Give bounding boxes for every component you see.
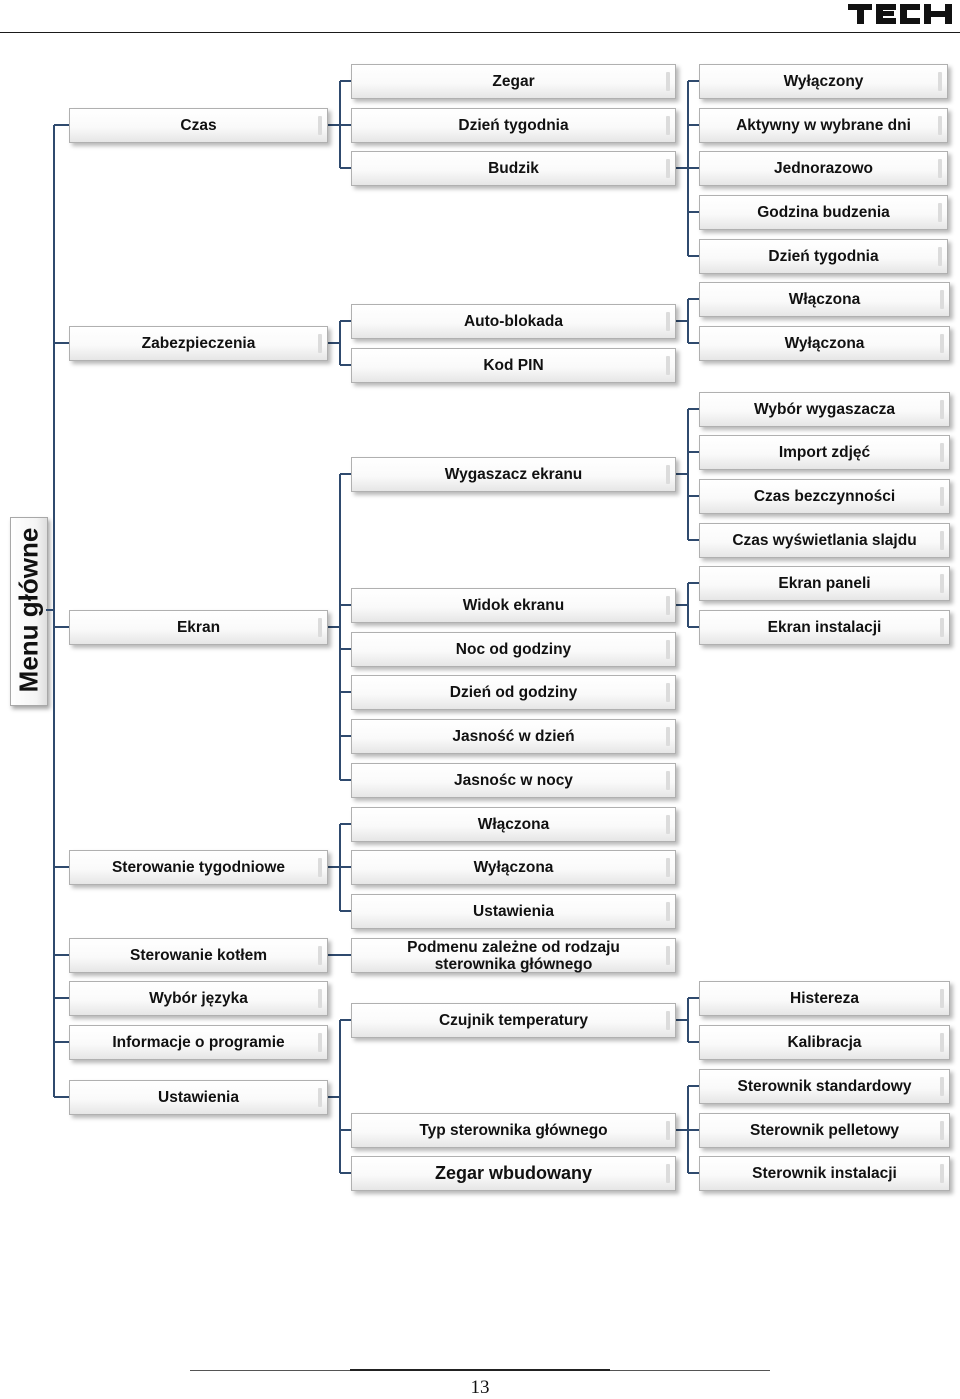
node-zegar: Zegar [351, 64, 676, 99]
node-zegar-wbudowany: Zegar wbudowany [351, 1156, 676, 1191]
footer-rule-accent [350, 1369, 610, 1371]
node-sterownik-instalacji: Sterownik instalacji [699, 1156, 950, 1191]
node-zabezpieczenia: Zabezpieczenia [69, 326, 328, 361]
node-histereza: Histereza [699, 981, 950, 1016]
node-wybor-wygaszacza: Wybór wygaszacza [699, 392, 950, 427]
node-wybor-jezyka: Wybór języka [69, 981, 328, 1016]
node-ekran-paneli: Ekran paneli [699, 566, 950, 601]
node-blokada-wlaczona: Włączona [699, 282, 950, 317]
node-tyg-wylaczona: Wyłączona [351, 850, 676, 885]
node-ekran: Ekran [69, 610, 328, 645]
node-typ-sterownika: Typ sterownika głównego [351, 1113, 676, 1148]
node-noc-od-godziny: Noc od godziny [351, 632, 676, 667]
page-number: 13 [470, 1377, 490, 1398]
header-rule [0, 32, 960, 33]
node-sterowanie-tygodniowe: Sterowanie tygodniowe [69, 850, 328, 885]
node-ustawienia: Ustawienia [69, 1080, 328, 1115]
node-wygaszacz-ekranu: Wygaszacz ekranu [351, 457, 676, 492]
node-aktywny-w-wybrane-dni: Aktywny w wybrane dni [699, 108, 948, 143]
node-import-zdjec: Import zdjęć [699, 435, 950, 470]
node-budzik: Budzik [351, 151, 676, 186]
menu-title-tab [10, 517, 48, 706]
node-jasnosc-w-nocy: Jasnośc w nocy [351, 763, 676, 798]
node-sterowanie-kotlem: Sterowanie kotłem [69, 938, 328, 973]
node-czas: Czas [69, 108, 328, 143]
node-ekran-instalacji: Ekran instalacji [699, 610, 950, 645]
node-auto-blokada: Auto-blokada [351, 304, 676, 339]
node-sterownik-standardowy: Sterownik standardowy [699, 1069, 950, 1104]
menu-title: Menu główne [13, 527, 44, 693]
node-dzien-od-godziny: Dzień od godziny [351, 675, 676, 710]
node-podmenu: Podmenu zależne od rodzaju sterownika gł… [351, 938, 676, 973]
node-godzina-budzenia: Godzina budzenia [699, 195, 948, 230]
node-tyg-ustawienia: Ustawienia [351, 894, 676, 929]
node-widok-ekranu: Widok ekranu [351, 588, 676, 623]
tech-logo [848, 4, 952, 24]
node-sterownik-pelletowy: Sterownik pelletowy [699, 1113, 950, 1148]
node-informacje-o-programie: Informacje o programie [69, 1025, 328, 1060]
node-czujnik-temperatury: Czujnik temperatury [351, 1003, 676, 1038]
node-czas-wyswietlania-slajdu: Czas wyświetlania slajdu [699, 523, 950, 558]
node-budzik-dzien-tygodnia: Dzień tygodnia [699, 239, 948, 274]
node-kalibracja: Kalibracja [699, 1025, 950, 1060]
node-jasnosc-w-dzien: Jasność w dzień [351, 719, 676, 754]
node-kod-pin: Kod PIN [351, 348, 676, 383]
node-tyg-wlaczona: Włączona [351, 807, 676, 842]
node-czas-bezczynnosci: Czas bezczynności [699, 479, 950, 514]
node-jednorazowo: Jednorazowo [699, 151, 948, 186]
node-blokada-wylaczona: Wyłączona [699, 326, 950, 361]
node-wylaczony: Wyłączony [699, 64, 948, 99]
node-dzien-tygodnia: Dzień tygodnia [351, 108, 676, 143]
